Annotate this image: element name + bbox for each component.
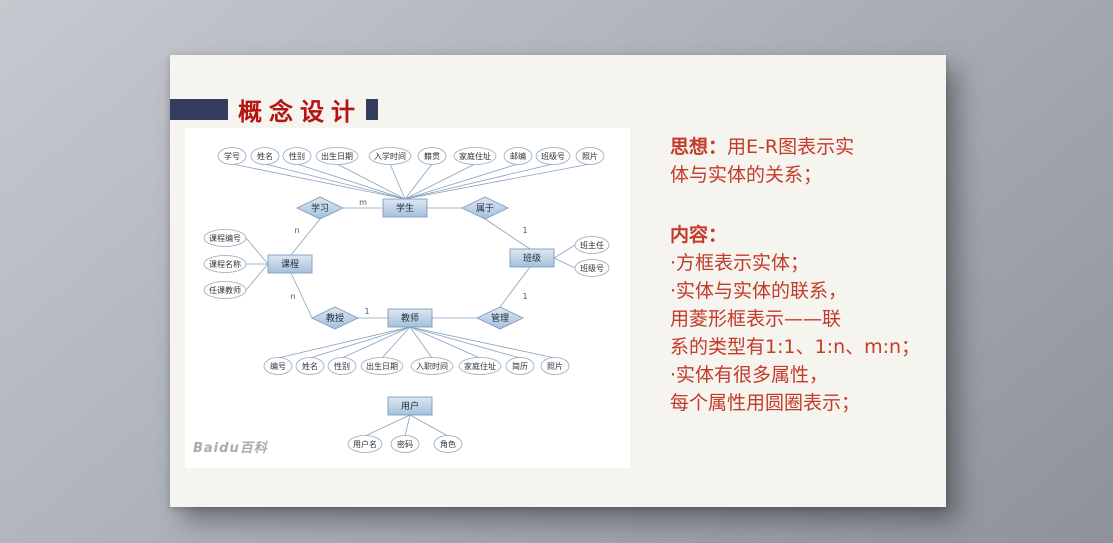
- attr-label: 籍贯: [424, 151, 440, 161]
- connector-lines: [231, 163, 591, 437]
- attr-label: 密码: [397, 439, 413, 449]
- attr-label: 课程名称: [209, 259, 241, 269]
- content-line-6: 每个属性用圆圈表示；: [670, 392, 861, 414]
- course-attributes: 课程编号 课程名称 任课教师: [203, 229, 247, 299]
- title-decoration-left: [170, 99, 228, 120]
- attr-label: 性别: [289, 151, 305, 161]
- attr-label: 家庭住址: [459, 151, 491, 161]
- content-line-1: ·方框表示实体；: [670, 252, 810, 274]
- baidu-baike-watermark: Baidu百科: [193, 441, 268, 456]
- user-attributes: 用户名 密码 角色: [347, 435, 463, 453]
- er-diagram: 学号 姓名 性别 出生日期 入学时间 籍贯 家庭住址 邮编 班级号 照片 课程编…: [185, 128, 630, 468]
- attr-label: 入学时间: [374, 151, 406, 161]
- slide: 概念设计: [170, 55, 946, 507]
- cardinality-label: n: [294, 226, 299, 235]
- attr-label: 入职时间: [416, 361, 448, 371]
- thought-line-1: 思想：用E-R图表示实: [670, 133, 960, 161]
- attr-label: 邮编: [510, 151, 526, 161]
- attr-label: 性别: [334, 361, 350, 371]
- attr-label: 家庭住址: [464, 361, 496, 371]
- attr-label: 出生日期: [366, 361, 398, 371]
- entity-label: 用户: [401, 400, 419, 412]
- content-line-3: 用菱形框表示——联: [670, 308, 842, 330]
- content-label: 内容：: [670, 224, 728, 246]
- entity-label: 班级: [523, 252, 541, 264]
- thought-line-2: 体与实体的关系；: [670, 164, 823, 186]
- entity-rectangles: 学生 课程 班级 教师 用户: [267, 198, 555, 416]
- attr-label: 角色: [440, 439, 456, 449]
- entity-label: 课程: [281, 259, 299, 270]
- student-attributes: 学号 姓名 性别 出生日期 入学时间 籍贯 家庭住址 邮编 班级号 照片: [217, 147, 605, 165]
- attr-label: 姓名: [302, 361, 318, 371]
- attr-label: 简历: [512, 361, 528, 371]
- er-diagram-svg: 学号 姓名 性别 出生日期 入学时间 籍贯 家庭住址 邮编 班级号 照片 课程编…: [203, 147, 610, 453]
- cardinality-label: m: [359, 198, 367, 207]
- attr-label: 编号: [270, 361, 286, 371]
- cardinality-labels: m n 1 n 1 1: [290, 198, 527, 316]
- slide-title-row: 概念设计: [170, 92, 378, 127]
- entity-label: 学生: [396, 202, 414, 214]
- attr-label: 学号: [224, 151, 240, 161]
- notes-panel: 思想：用E-R图表示实 体与实体的关系； 内容： ·方框表示实体； ·实体与实体…: [670, 133, 960, 417]
- teacher-attributes: 编号 姓名 性别 出生日期 入职时间 家庭住址 简历 照片: [263, 357, 570, 375]
- content-line-2: ·实体与实体的联系，: [670, 280, 848, 302]
- relation-label: 属于: [476, 203, 494, 214]
- relationship-diamonds: 学习 属于 教授 管理: [295, 196, 525, 330]
- attr-label: 课程编号: [209, 233, 241, 243]
- attr-label: 姓名: [257, 151, 273, 161]
- cardinality-label: n: [290, 292, 295, 301]
- attr-label: 班级号: [580, 263, 604, 273]
- attr-label: 出生日期: [321, 151, 353, 161]
- cardinality-label: 1: [364, 307, 369, 316]
- entity-label: 教师: [401, 312, 419, 324]
- attr-label: 班级号: [541, 151, 565, 161]
- cardinality-label: 1: [522, 226, 527, 235]
- thought-text: 用E-R图表示实: [727, 136, 855, 158]
- relation-label: 学习: [311, 202, 329, 214]
- page-title: 概念设计: [238, 97, 362, 126]
- thought-label: 思想：: [670, 136, 728, 158]
- attr-label: 照片: [547, 361, 563, 371]
- attr-label: 任课教师: [209, 285, 241, 295]
- class-attributes: 班主任 班级号: [574, 236, 610, 277]
- attr-label: 照片: [582, 151, 598, 161]
- relation-label: 教授: [326, 312, 344, 324]
- content-line-5: ·实体有很多属性，: [670, 364, 829, 386]
- title-decoration-right: [366, 99, 378, 120]
- attr-label: 班主任: [580, 240, 604, 250]
- relation-label: 管理: [491, 312, 509, 324]
- content-line-4: 系的类型有1:1、1:n、m:n；: [670, 336, 921, 358]
- cardinality-label: 1: [522, 292, 527, 301]
- attr-label: 用户名: [353, 439, 377, 449]
